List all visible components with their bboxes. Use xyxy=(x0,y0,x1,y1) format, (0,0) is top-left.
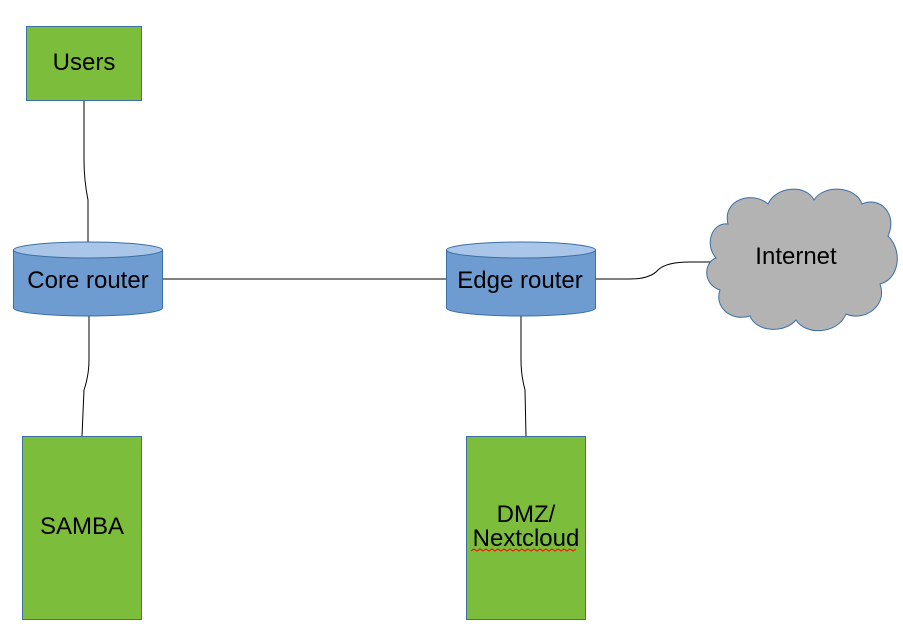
samba-label: SAMBA xyxy=(40,513,124,540)
users-node: Users xyxy=(26,26,142,101)
samba-box xyxy=(22,436,142,620)
core-router-body xyxy=(13,250,163,317)
samba-node: SAMBA xyxy=(22,436,142,620)
core-router-label: Core router xyxy=(27,267,148,294)
edge-users-core-router xyxy=(83,101,89,242)
spellcheck-underline xyxy=(470,548,577,552)
edge-edge-router-internet xyxy=(596,261,715,280)
users-label: Users xyxy=(53,49,116,76)
dmz-node: DMZ/ Nextcloud xyxy=(466,436,586,620)
dmz-label-line1: DMZ/ xyxy=(497,501,556,528)
dmz-box xyxy=(466,436,586,620)
edge-core-router-samba xyxy=(81,316,90,437)
internet-cloud xyxy=(706,188,898,332)
edge-edge-router-dmz xyxy=(520,316,527,437)
core-router-node: Core router xyxy=(13,241,163,317)
edge-router-label: Edge router xyxy=(457,267,582,294)
dmz-label-line2: Nextcloud xyxy=(473,525,580,552)
internet-node: Internet xyxy=(706,188,898,332)
edge-router-body xyxy=(446,250,596,317)
users-box xyxy=(26,26,142,101)
edge-router-top xyxy=(446,241,596,259)
core-router-top xyxy=(13,241,163,259)
connectors xyxy=(81,101,715,437)
internet-label: Internet xyxy=(755,243,837,270)
edge-router-node: Edge router xyxy=(446,241,596,317)
